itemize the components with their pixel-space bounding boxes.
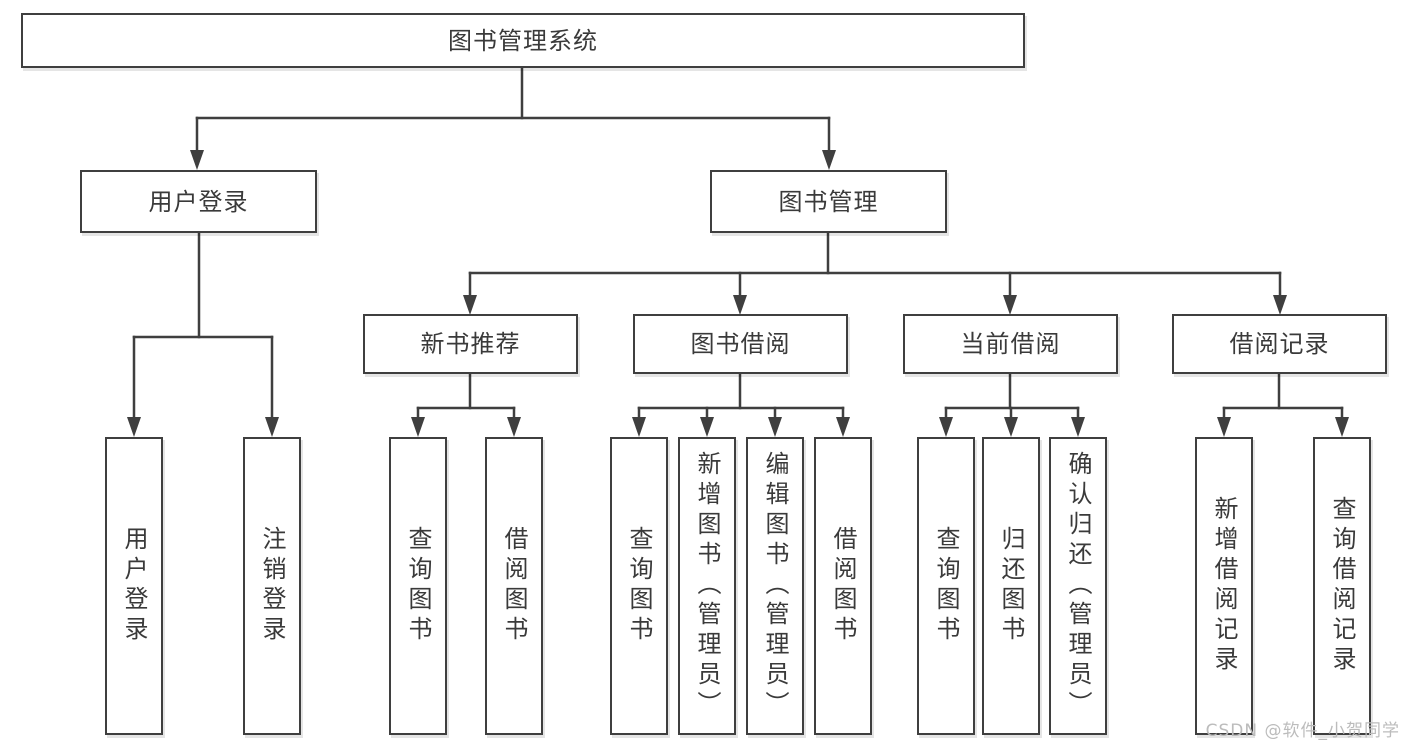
node-library-management-system: 图书管理系统 [21, 13, 1025, 68]
leaf-query-books-recommend: 查询图书 [389, 437, 447, 735]
leaf-user-login: 用户登录 [105, 437, 163, 735]
leaf-query-borrow-record: 查询借阅记录 [1313, 437, 1371, 735]
leaf-query-books-borrow: 查询图书 [610, 437, 668, 735]
leaf-label: 用户登录 [120, 526, 148, 646]
node-label: 借阅记录 [1229, 330, 1330, 358]
node-label: 图书管理系统 [448, 26, 598, 55]
leaf-label: 新增图书（管理员） [693, 451, 721, 721]
leaf-label: 编辑图书（管理员） [761, 451, 789, 721]
node-label: 当前借阅 [960, 330, 1061, 358]
node-book-borrowing: 图书借阅 [633, 314, 848, 374]
leaf-label: 查询图书 [625, 526, 653, 646]
node-book-management: 图书管理 [710, 170, 947, 233]
leaf-label: 新增借阅记录 [1210, 496, 1238, 676]
leaf-borrow-books-recommend: 借阅图书 [485, 437, 543, 735]
leaf-add-borrow-record: 新增借阅记录 [1195, 437, 1253, 735]
leaf-logout: 注销登录 [243, 437, 301, 735]
csdn-watermark: CSDN @软件_小贺同学 [1205, 721, 1400, 741]
leaf-label: 确认归还（管理员） [1064, 451, 1092, 721]
node-user-login: 用户登录 [80, 170, 317, 233]
node-label: 用户登录 [148, 187, 249, 216]
leaf-label: 归还图书 [997, 526, 1025, 646]
leaf-confirm-return-admin: 确认归还（管理员） [1049, 437, 1107, 735]
node-label: 新书推荐 [420, 330, 521, 358]
leaf-label: 查询图书 [932, 526, 960, 646]
node-borrowing-records: 借阅记录 [1172, 314, 1387, 374]
leaf-label: 注销登录 [258, 526, 286, 646]
node-label: 图书管理 [778, 187, 879, 216]
leaf-label: 查询图书 [404, 526, 432, 646]
leaf-edit-book-admin: 编辑图书（管理员） [746, 437, 804, 735]
node-label: 图书借阅 [690, 330, 791, 358]
leaf-label: 借阅图书 [500, 526, 528, 646]
node-current-borrowing: 当前借阅 [903, 314, 1118, 374]
leaf-label: 借阅图书 [829, 526, 857, 646]
leaf-return-book: 归还图书 [982, 437, 1040, 735]
leaf-query-books-current: 查询图书 [917, 437, 975, 735]
leaf-add-book-admin: 新增图书（管理员） [678, 437, 736, 735]
leaf-label: 查询借阅记录 [1328, 496, 1356, 676]
node-new-book-recommend: 新书推荐 [363, 314, 578, 374]
leaf-borrow-books: 借阅图书 [814, 437, 872, 735]
